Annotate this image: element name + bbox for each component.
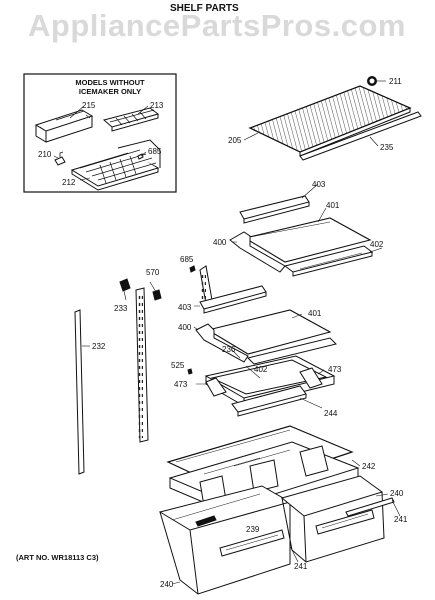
callout-400-upper[interactable]: 400	[213, 238, 227, 247]
callout-240-left[interactable]: 240	[160, 580, 174, 589]
callout-232[interactable]: 232	[92, 342, 106, 351]
clip-part-233[interactable]	[119, 278, 162, 301]
callout-402-upper[interactable]: 402	[370, 240, 384, 249]
callout-241-lower[interactable]: 241	[294, 562, 308, 571]
callout-685-inset[interactable]: 685	[148, 147, 162, 156]
crisper-drawer-left-part-240[interactable]	[158, 485, 292, 595]
ice-tray-part-213[interactable]	[102, 107, 160, 132]
trim-strip-part-235[interactable]	[299, 111, 422, 161]
callout-244[interactable]: 244	[324, 409, 338, 418]
callout-212[interactable]: 212	[62, 178, 76, 187]
crisper-drawer-right-part-240[interactable]	[280, 475, 385, 563]
inset-title-line-2: ICEMAKER ONLY	[78, 87, 142, 96]
callout-402-lower[interactable]: 402	[254, 365, 268, 374]
callout-205[interactable]: 205	[228, 136, 242, 145]
callout-210[interactable]: 210	[38, 150, 52, 159]
glass-shelf-lower[interactable]	[195, 285, 337, 365]
clip-part-210[interactable]	[54, 156, 66, 166]
glass-shelf-upper[interactable]	[229, 195, 374, 277]
callout-215[interactable]: 215	[82, 101, 96, 110]
screw-part-525[interactable]	[187, 368, 193, 375]
callout-240-right[interactable]: 240	[390, 489, 404, 498]
ice-bin-part-212[interactable]	[70, 139, 161, 191]
callout-403-lower[interactable]: 403	[178, 303, 192, 312]
rod-part-239[interactable]	[195, 515, 217, 527]
callout-473-right[interactable]: 473	[328, 365, 342, 374]
side-rail-part-570[interactable]	[199, 265, 213, 305]
callout-233[interactable]: 233	[114, 304, 128, 313]
inset-title-line-1: MODELS WITHOUT	[75, 78, 145, 87]
callout-401-upper[interactable]: 401	[326, 201, 340, 210]
callout-400-lower[interactable]: 400	[178, 323, 192, 332]
callout-570[interactable]: 570	[146, 268, 160, 277]
inset-title: MODELS WITHOUT ICEMAKER ONLY	[46, 78, 174, 96]
rail-part-241[interactable]	[345, 497, 395, 517]
shelf-cap-part-211[interactable]	[367, 76, 377, 86]
diagram-title: SHELF PARTS	[170, 3, 239, 14]
callout-239[interactable]: 239	[246, 525, 260, 534]
ladder-rail[interactable]	[135, 287, 149, 443]
callout-241-right[interactable]: 241	[394, 515, 408, 524]
callout-401-lower[interactable]: 401	[308, 309, 322, 318]
callout-236[interactable]: 236	[222, 345, 236, 354]
callout-211[interactable]: 211	[389, 77, 402, 86]
callout-242[interactable]: 242	[362, 462, 376, 471]
screw-part-685[interactable]	[189, 265, 196, 273]
callout-403-upper[interactable]: 403	[312, 180, 326, 189]
ice-bucket-part-215[interactable]	[34, 109, 94, 143]
callout-235[interactable]: 235	[380, 143, 394, 152]
callout-473-left[interactable]: 473	[174, 380, 188, 389]
callout-525[interactable]: 525	[171, 361, 185, 370]
crisper-frame-upper[interactable]	[204, 355, 336, 417]
inset-box	[23, 73, 177, 193]
callout-213[interactable]: 213	[150, 101, 164, 110]
watermark: AppliancePartsPros.com	[28, 8, 406, 43]
wire-shelf-part-205[interactable]	[248, 85, 412, 157]
rod-part-232[interactable]	[74, 309, 85, 475]
art-number: (ART NO. WR18113 C3)	[16, 553, 99, 562]
callout-685[interactable]: 685	[180, 255, 194, 264]
